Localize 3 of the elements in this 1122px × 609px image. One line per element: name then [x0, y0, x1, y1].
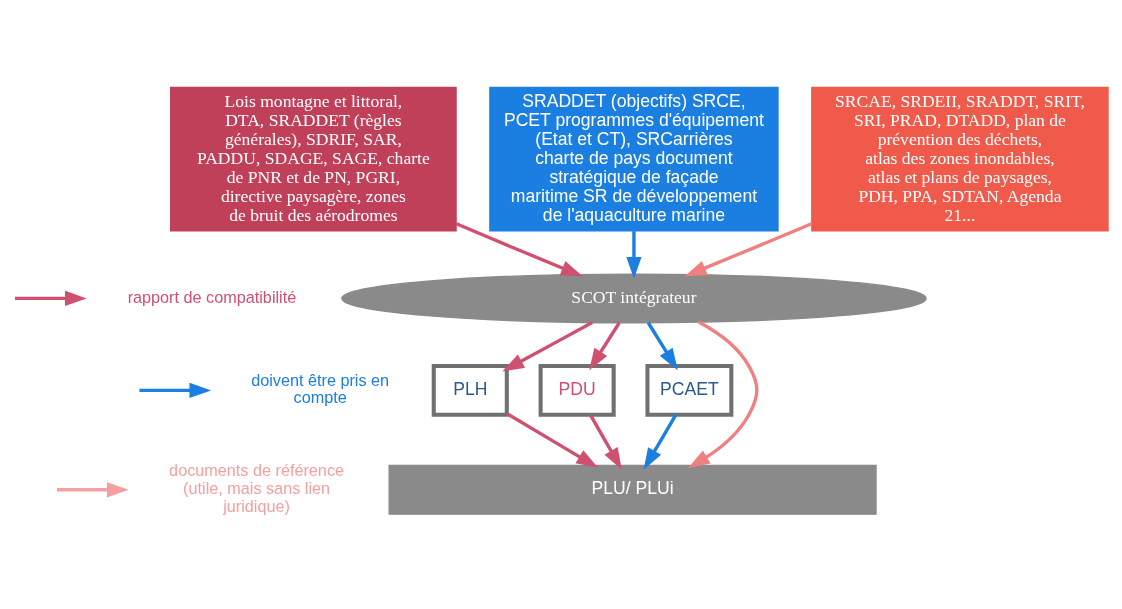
legend-label: doivent être pris en compte: [251, 370, 390, 407]
legend-label: rapport de compatibilité: [127, 287, 297, 306]
legend-label: documents de référence (utile, mais sans lien juridique): [169, 461, 345, 515]
